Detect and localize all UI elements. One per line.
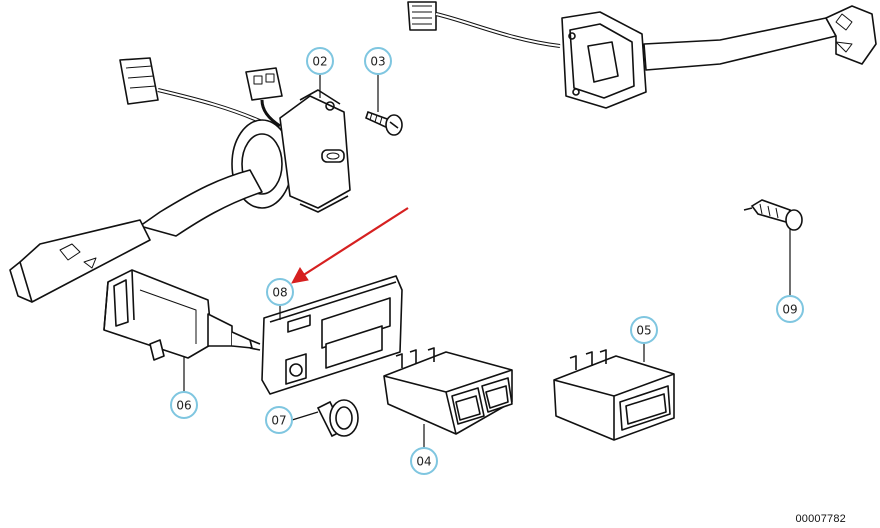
- callout-09[interactable]: 09: [776, 295, 804, 323]
- callout-label: 07: [271, 414, 286, 428]
- callout-label: 06: [176, 399, 191, 413]
- switch-module-05: [553, 349, 675, 441]
- callout-label: 08: [272, 286, 287, 300]
- brake-light-switch: [103, 269, 261, 361]
- callout-label: 05: [636, 324, 651, 338]
- callout-label: 09: [782, 303, 797, 317]
- callout-07[interactable]: 07: [265, 406, 293, 434]
- leader-lines: [183, 74, 791, 448]
- switch-module-04: [383, 347, 513, 435]
- callout-label: 03: [370, 55, 385, 69]
- callout-label: 04: [416, 455, 431, 469]
- callout-08[interactable]: 08: [266, 278, 294, 306]
- callout-label: 02: [312, 55, 327, 69]
- switch-panel: [261, 275, 403, 395]
- callout-05[interactable]: 05: [630, 316, 658, 344]
- document-number: 00007782: [795, 513, 846, 525]
- callout-03[interactable]: 03: [364, 47, 392, 75]
- screw: [365, 110, 403, 136]
- bulb-contact: [743, 199, 803, 231]
- wiper-switch-stalk: [407, 1, 877, 109]
- highlight-arrow: [291, 207, 409, 284]
- callout-02[interactable]: 02: [306, 47, 334, 75]
- turn-signal-switch: [9, 57, 351, 303]
- callouts: 02 03 05 06 07 08 04 09: [170, 47, 804, 475]
- callout-04[interactable]: 04: [410, 447, 438, 475]
- callout-06[interactable]: 06: [170, 391, 198, 419]
- knob: [316, 399, 359, 438]
